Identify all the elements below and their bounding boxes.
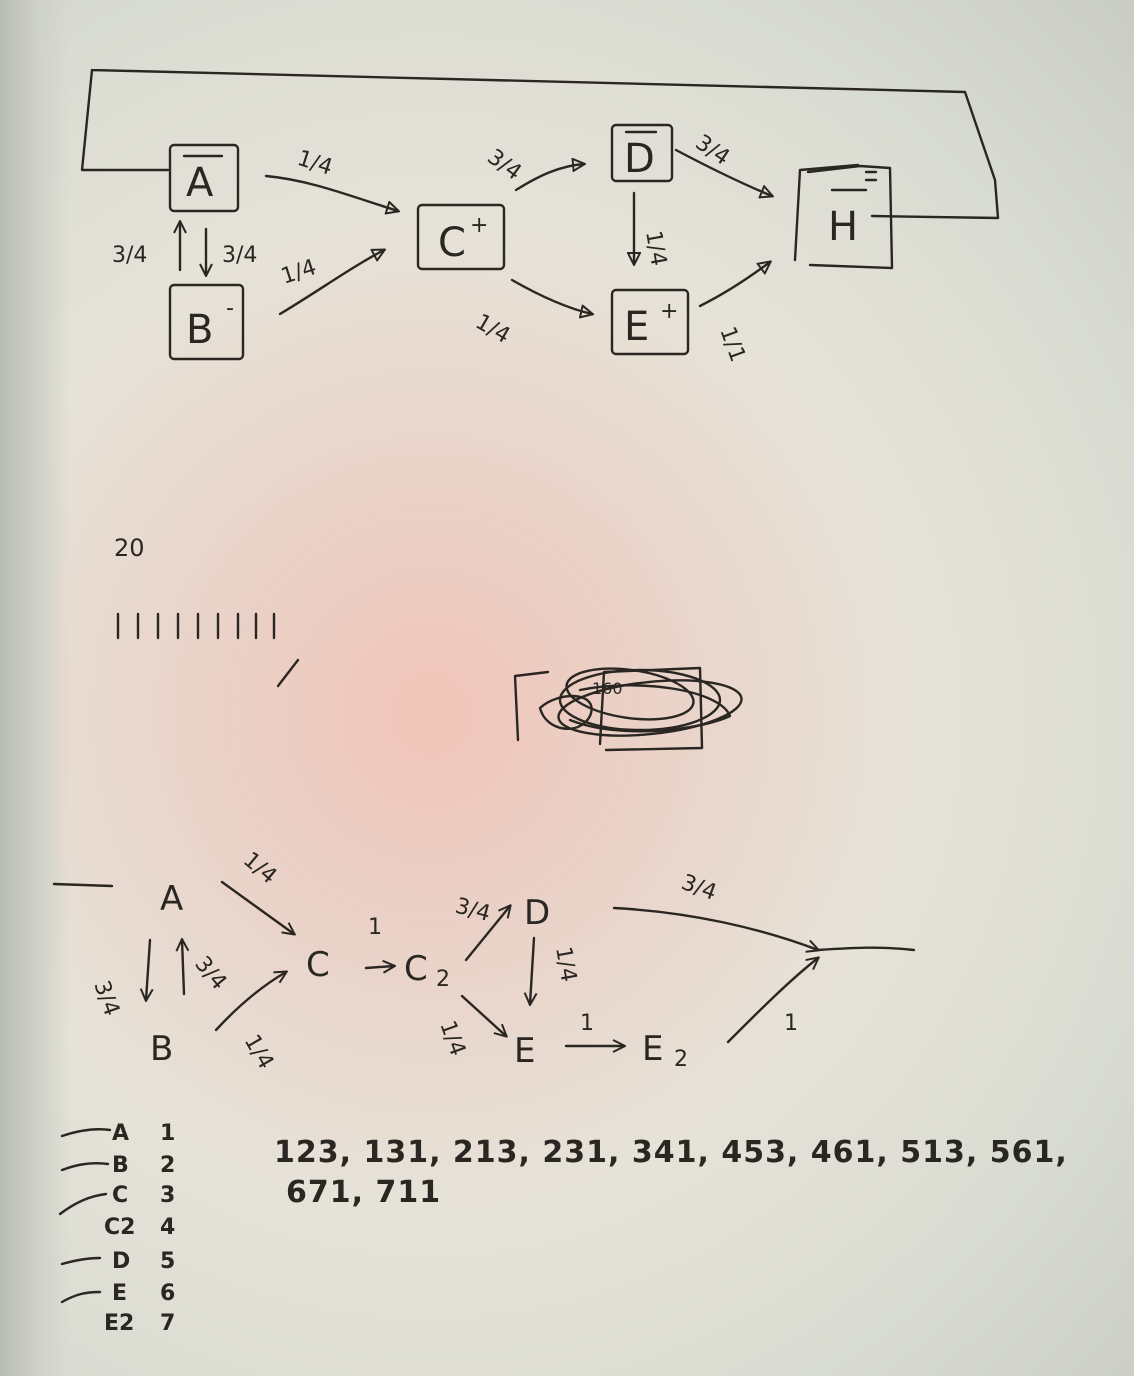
edge2-a-to-b [146, 938, 150, 1000]
middle-notes: 20 160 [114, 534, 743, 752]
edge2-c2-to-e [460, 994, 506, 1036]
edge2-b-to-a [182, 940, 184, 996]
node-box-e [610, 288, 690, 356]
edge-label-a-to-c: 1/4 [294, 146, 335, 181]
node-label-h: H [828, 204, 858, 250]
edge2-label-a-to-c: 1/4 [238, 847, 281, 889]
top-diagram: A B - C + D E + H 1/4 3/4 3/4 1/4 3/4 1/… [80, 68, 1000, 366]
node-box-c [416, 203, 506, 271]
node-label-c: C [438, 220, 466, 266]
edge2-label-e2-to-out: 1 [784, 1011, 798, 1036]
node-box-d [610, 123, 674, 183]
table-index: 2 [160, 1153, 175, 1178]
scribbled-number: 160 [592, 679, 623, 698]
node2-sub-e2: 2 [674, 1047, 688, 1072]
edge2-a-to-c [220, 880, 294, 934]
table-row: D 5 [112, 1249, 175, 1274]
table-node: C2 [104, 1215, 135, 1240]
table-node: D [112, 1249, 130, 1274]
sequence-line-2: 671, 711 [286, 1175, 441, 1210]
edge-c-to-d [514, 164, 584, 192]
node-label-a: A [186, 160, 214, 206]
scribbled-out-drawing: 160 [513, 666, 743, 752]
node-box-b [168, 283, 245, 361]
edge-label-c-to-d: 3/4 [482, 145, 525, 186]
table-index: 1 [160, 1121, 175, 1146]
table-node: E [112, 1281, 127, 1306]
edge-label-b-to-c: 1/4 [278, 255, 319, 290]
sequence-line-1: 123, 131, 213, 231, 341, 453, 461, 513, … [274, 1135, 1068, 1170]
node-sup-c: + [470, 213, 488, 238]
table-row: C 3 [112, 1183, 175, 1208]
edge2-label-b-to-c: 1/4 [239, 1031, 278, 1074]
table-node: E2 [104, 1311, 134, 1336]
edge2-out-line [816, 946, 916, 952]
top-enclosure-outline [80, 68, 1000, 262]
edge2-e2-to-out [726, 958, 818, 1044]
node2-label-c: C [306, 945, 330, 985]
table-index: 4 [160, 1215, 175, 1240]
node-sup-e: + [660, 299, 678, 324]
index-table: A 1 B 2 C 3 C2 4 D 5 E 6 E2 7 [58, 1121, 175, 1336]
edge2-label-c2-to-e: 1/4 [434, 1018, 470, 1060]
node-label-b: B [186, 307, 213, 353]
node2-label-e2: E [642, 1029, 663, 1069]
input-line [52, 882, 114, 888]
edge2-label-d-to-out: 3/4 [678, 870, 720, 906]
node2-sub-c2: 2 [436, 967, 450, 992]
edge2-d-to-e [530, 936, 534, 1004]
node2-label-e: E [514, 1031, 535, 1071]
table-node: A [112, 1121, 129, 1146]
edge-e-to-h [698, 262, 770, 308]
node-box-a [168, 143, 240, 213]
edge-label-e-to-h: 1/1 [714, 324, 750, 366]
table-index: 7 [160, 1311, 175, 1336]
number-note: 20 [114, 534, 145, 562]
edge2-label-c2-to-d: 3/4 [452, 894, 493, 927]
edge-label-b-to-a: 3/4 [112, 243, 147, 268]
node-label-d: D [624, 136, 655, 182]
edge-label-d-to-e: 1/4 [640, 229, 671, 268]
table-row: B 2 [112, 1153, 175, 1178]
node2-label-d: D [524, 893, 550, 933]
node2-label-c2: C [404, 949, 428, 989]
table-row: A 1 [112, 1121, 175, 1146]
edge2-label-c-to-c2: 1 [368, 915, 382, 940]
table-index: 5 [160, 1249, 175, 1274]
table-row: C2 4 [104, 1215, 175, 1240]
node-label-e: E [624, 304, 649, 350]
edge2-label-d-to-e: 1/4 [550, 945, 581, 984]
edge2-label-a-to-b: 3/4 [88, 978, 124, 1020]
edge2-d-to-out [612, 906, 818, 950]
edge-d-to-h [674, 148, 772, 196]
edge2-label-e-to-e2: 1 [580, 1011, 594, 1036]
node-sup-b: - [226, 296, 234, 321]
tally-marks [116, 612, 300, 688]
table-node: B [112, 1153, 129, 1178]
edge-c-to-e [510, 278, 592, 314]
node2-label-a: A [160, 879, 183, 919]
table-row: E 6 [112, 1281, 175, 1306]
edge-label-c-to-e: 1/4 [471, 310, 514, 349]
edge2-c-to-c2 [364, 966, 394, 968]
edge-label-a-to-b: 3/4 [222, 243, 257, 268]
edge-b-to-c [278, 250, 384, 316]
edge2-label-b-to-a: 3/4 [189, 952, 231, 995]
notebook-spine [0, 0, 70, 1376]
edge2-b-to-c [214, 972, 286, 1032]
sequence-list: 123, 131, 213, 231, 341, 453, 461, 513, … [274, 1135, 1068, 1210]
table-index: 6 [160, 1281, 175, 1306]
table-row: E2 7 [104, 1311, 175, 1336]
table-node: C [112, 1183, 128, 1208]
edge-label-d-to-h: 3/4 [691, 130, 734, 171]
edge-a-to-c [264, 174, 398, 211]
node-box-h [806, 164, 894, 270]
node2-label-b: B [150, 1029, 173, 1069]
table-index: 3 [160, 1183, 175, 1208]
bottom-diagram: A B C C 2 D E E 2 1/4 3/4 3/4 1/4 1 3/4 … [52, 847, 916, 1074]
edge2-c2-to-d [464, 906, 510, 962]
